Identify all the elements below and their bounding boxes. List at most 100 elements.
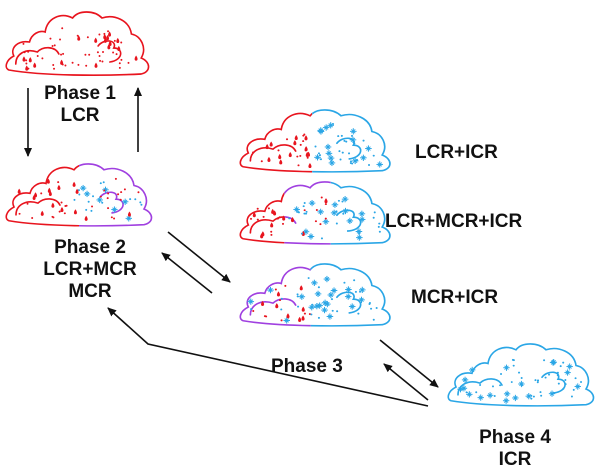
- ice-crystal-icon: [307, 233, 315, 240]
- ice-crystal-icon: [247, 298, 255, 305]
- ice-crystal-icon: [140, 203, 143, 206]
- cloud-outline: [330, 181, 391, 245]
- ice-crystal-icon: [543, 359, 546, 362]
- cloud-phase2: [5, 163, 153, 227]
- droplet-icon: [282, 215, 286, 221]
- droplet-icon: [102, 51, 104, 54]
- ice-crystal-icon: [79, 184, 87, 192]
- ice-crystal-icon: [342, 212, 345, 215]
- droplet-icon: [101, 60, 104, 63]
- droplet-icon: [256, 218, 259, 221]
- arrow-phase3-to-phase4: [379, 339, 439, 388]
- ice-crystal-icon: [331, 201, 339, 208]
- ice-crystal-icon: [310, 313, 313, 316]
- cloud-lcr-mcr-icr: [239, 181, 391, 245]
- ice-crystal-icon: [574, 383, 581, 390]
- droplet-icon: [71, 61, 74, 64]
- droplet-icon: [25, 62, 28, 65]
- ice-crystal-icon: [556, 371, 559, 374]
- ice-crystal-icon: [280, 308, 283, 311]
- droplet-icon: [72, 181, 76, 187]
- ice-crystal-icon: [346, 217, 354, 225]
- ice-crystal-icon: [327, 291, 335, 299]
- ice-crystal-icon: [337, 135, 340, 138]
- droplet-icon: [324, 198, 328, 204]
- droplet-icon: [286, 313, 290, 319]
- droplet-icon: [249, 217, 253, 220]
- droplet-icon: [88, 53, 91, 56]
- droplet-icon: [94, 37, 98, 43]
- ice-crystal-icon: [518, 371, 521, 374]
- phase4-label: Phase 4 ICR: [470, 427, 560, 471]
- droplet-icon: [75, 188, 79, 194]
- ice-crystal-icon: [341, 200, 344, 203]
- phase2-label: Phase 2 LCR+MCR MCR: [20, 237, 160, 303]
- ice-crystal-icon: [335, 210, 338, 213]
- ice-crystal-icon: [376, 161, 384, 168]
- droplet-icon: [263, 315, 266, 318]
- ice-crystal-icon: [92, 195, 95, 198]
- cloud-lobe: [249, 298, 297, 316]
- droplet-icon: [294, 134, 298, 141]
- droplet-icon: [25, 65, 29, 71]
- ice-crystal-icon: [330, 209, 338, 216]
- ice-crystal-icon: [544, 376, 547, 379]
- droplet-icon: [297, 164, 300, 167]
- droplet-icon: [324, 203, 327, 206]
- ice-crystal-icon: [316, 302, 323, 309]
- ice-crystal-icon: [339, 158, 342, 161]
- phase2-state-1: LCR+MCR: [43, 259, 137, 280]
- ice-crystal-icon: [300, 232, 303, 235]
- cloud-outline: [239, 266, 311, 327]
- droplet-icon: [127, 61, 130, 64]
- phase4-title: Phase 4: [479, 427, 551, 448]
- ice-crystal-icon: [321, 299, 329, 306]
- droplet-icon: [278, 299, 282, 302]
- cloud-outline: [312, 109, 391, 173]
- droplet-icon: [25, 59, 28, 62]
- droplet-icon: [106, 197, 109, 200]
- droplet-icon: [301, 230, 305, 236]
- droplet-icon: [99, 195, 102, 198]
- ice-crystal-icon: [500, 372, 503, 375]
- ice-crystal-icon: [343, 281, 346, 284]
- ice-crystal-icon: [85, 208, 88, 211]
- droplet-icon: [120, 58, 123, 61]
- droplet-icon: [32, 194, 36, 200]
- droplet-icon: [319, 223, 322, 226]
- droplet-icon: [265, 143, 269, 150]
- droplet-icon: [127, 211, 131, 217]
- ice-crystal-icon: [317, 152, 320, 155]
- ice-crystal-icon: [372, 154, 375, 157]
- droplet-icon: [303, 209, 306, 212]
- droplet-icon: [57, 184, 61, 191]
- ice-crystal-icon: [341, 151, 344, 154]
- droplet-icon: [303, 312, 306, 315]
- ice-crystal-icon: [303, 212, 306, 215]
- ice-crystal-icon: [280, 297, 283, 300]
- droplet-icon: [84, 215, 88, 221]
- droplet-icon: [120, 191, 123, 194]
- ice-crystal-icon: [307, 277, 310, 280]
- ice-crystal-icon: [530, 397, 533, 400]
- droplet-icon: [49, 37, 52, 40]
- droplet-icon: [57, 181, 60, 184]
- ice-crystal-icon: [377, 225, 380, 228]
- ice-crystal-icon: [345, 286, 352, 293]
- droplet-icon: [51, 215, 54, 218]
- ice-crystal-icon: [469, 366, 476, 374]
- droplet-icon: [116, 37, 120, 44]
- ice-crystal-icon: [288, 217, 291, 220]
- droplet-icon: [285, 138, 289, 141]
- ice-crystal-icon: [353, 279, 356, 282]
- cloud-lobe: [250, 145, 295, 161]
- ice-crystal-icon: [330, 298, 334, 301]
- ice-crystal-icon: [139, 201, 142, 204]
- ice-crystal-icon: [328, 159, 336, 167]
- ice-crystal-icon: [457, 386, 464, 393]
- droplet-icon: [77, 35, 81, 41]
- ice-crystal-icon: [73, 198, 76, 201]
- ice-crystal-icon: [373, 211, 376, 214]
- droplet-icon: [99, 59, 102, 62]
- ice-crystal-icon: [355, 158, 359, 161]
